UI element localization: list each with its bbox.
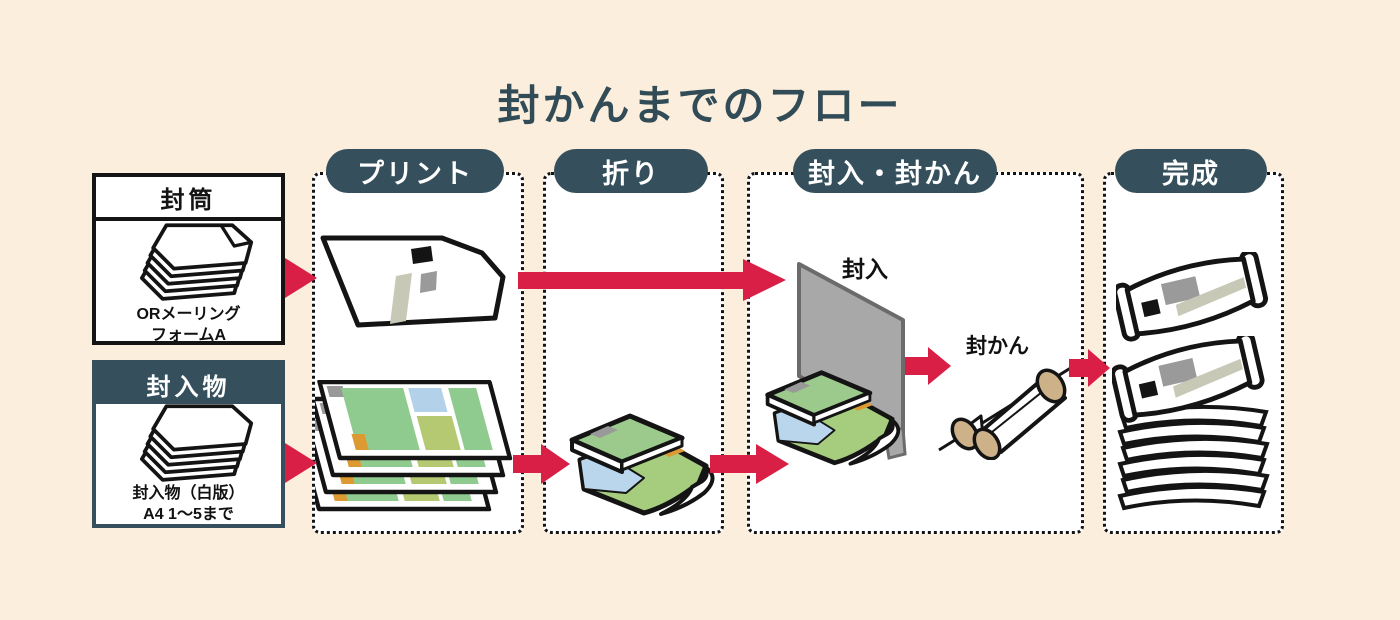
- arrow-enclosure-to-print-icon: [285, 443, 317, 483]
- envelope-source-box: 封筒 ORメーリング フォームA: [92, 173, 285, 345]
- envelope-source-body: ORメーリング フォームA: [96, 221, 281, 351]
- printed-envelope-icon: [320, 235, 506, 328]
- printed-flyers-icon: [315, 380, 525, 520]
- inserting-envelope-icon: [757, 262, 907, 473]
- arrow-insert-to-seal-icon: [905, 347, 951, 385]
- sealing-rollers-icon: [938, 362, 1078, 460]
- envelope-source-header: 封筒: [96, 177, 281, 221]
- insert-label: 封入: [842, 256, 888, 282]
- seal-label: 封かん: [966, 335, 1029, 358]
- enclosure-source-box: 封入物 封入物（白版） A4 1〜5まで: [92, 360, 285, 528]
- arrow-print-to-insert-icon: [518, 259, 786, 301]
- arrow-envelope-to-print-icon: [285, 258, 317, 298]
- arrow-fold-to-insert-icon: [710, 444, 789, 484]
- page-title: 封かんまでのフロー: [497, 82, 903, 129]
- enclosure-source-header: 封入物: [96, 364, 281, 404]
- paper-stack-icon: [139, 404, 253, 482]
- stage-done-pill: 完成: [1115, 149, 1267, 193]
- sealed-envelope-stack-icon: [1112, 336, 1269, 510]
- enclosure-source-caption: 封入物（白版） A4 1〜5まで: [132, 485, 245, 523]
- arrow-print-to-fold-icon: [513, 444, 570, 484]
- sealed-envelope-icon: [1116, 252, 1268, 342]
- envelope-source-caption: ORメーリング フォームA: [136, 306, 241, 344]
- enclosure-source-body: 封入物（白版） A4 1〜5まで: [96, 404, 281, 530]
- stage-print-pill: プリント: [326, 149, 504, 193]
- arrow-seal-to-done-icon: [1069, 349, 1110, 387]
- stage-fold-pill: 折り: [554, 149, 708, 193]
- folded-bundle-icon: [552, 396, 717, 521]
- stage-seal-pill: 封入・封かん: [793, 149, 997, 193]
- envelope-stack-icon: [139, 223, 253, 301]
